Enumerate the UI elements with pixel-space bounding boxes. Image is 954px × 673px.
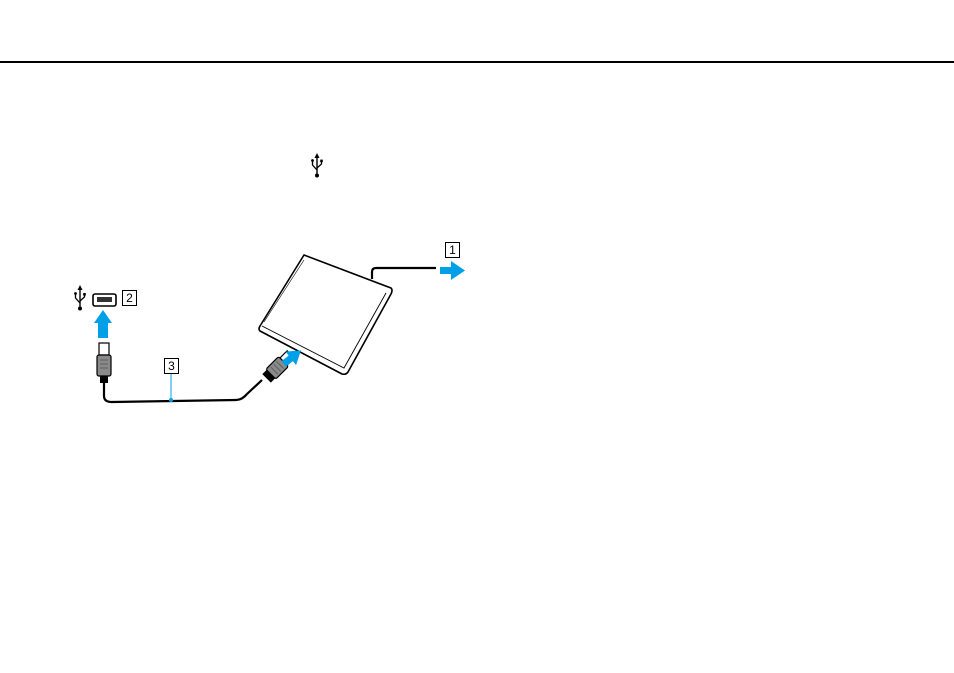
usb-plug-left: [97, 343, 111, 383]
callout-2: 2: [122, 290, 137, 306]
usb-port-symbol-icon: [74, 285, 86, 311]
arrow-right-icon: [440, 261, 465, 280]
usb-cable: [104, 380, 262, 402]
callout-1: 1: [445, 242, 460, 258]
callout-3: 3: [164, 358, 179, 374]
usb-port-icon: [93, 294, 116, 306]
arrow-up-icon: [94, 310, 112, 338]
drive-cable-top: [372, 268, 436, 279]
